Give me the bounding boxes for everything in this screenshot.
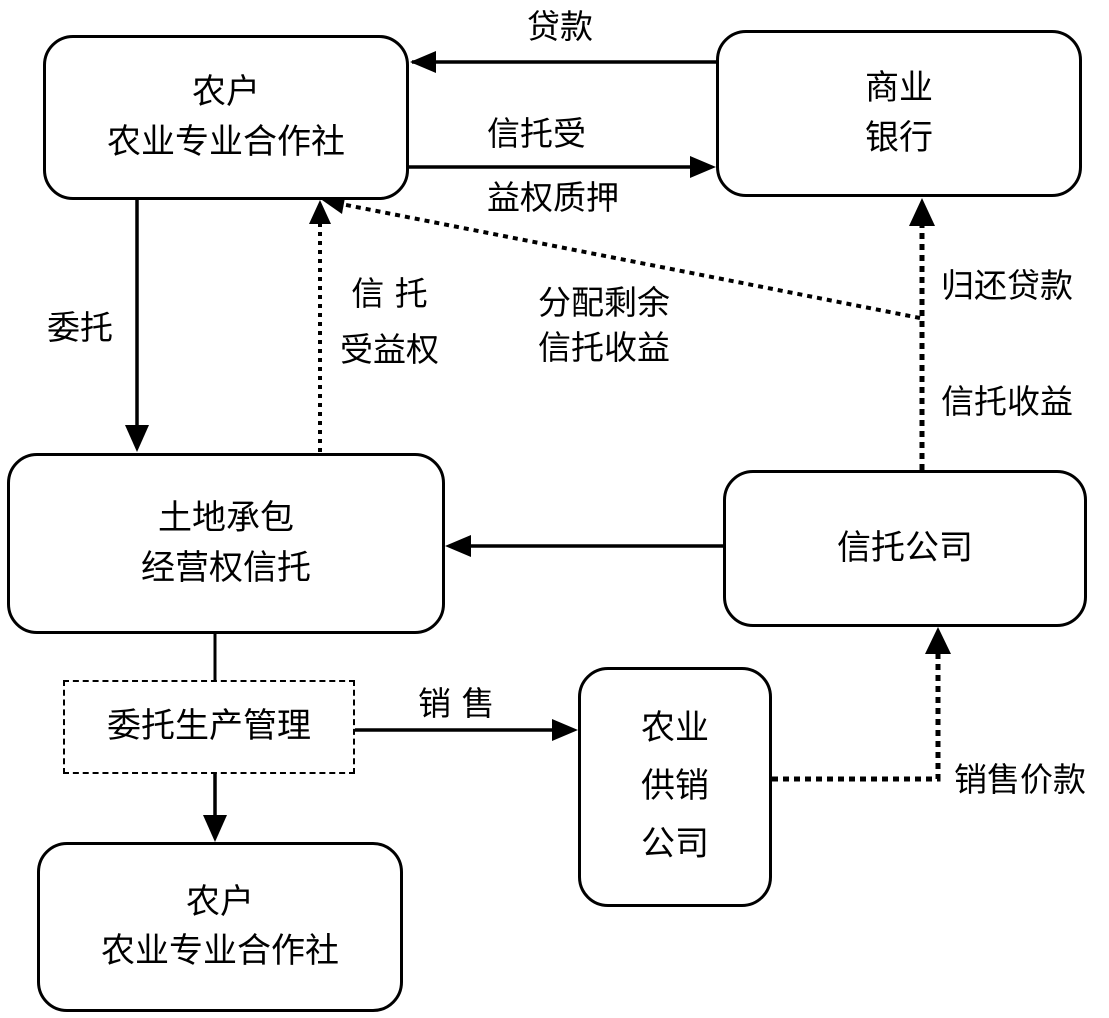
land-trust-line1: 土地承包: [158, 498, 294, 539]
trust-company-arrowhead: [445, 535, 471, 557]
distribute-line1: 分配剩余: [538, 283, 670, 322]
supply-line1: 农业: [641, 708, 709, 749]
beneficial-line1: 信 托: [351, 274, 428, 313]
land-trust-node: 土地承包 经营权信托: [7, 453, 445, 634]
farmers-bottom-node: 农户 农业专业合作社: [37, 842, 403, 1012]
sales-payment-arrowhead: [925, 627, 951, 654]
mgmt-node: 委托生产管理: [63, 680, 355, 774]
trust-income-label: 信托收益: [941, 378, 1073, 426]
beneficial-line2: 受益权: [340, 330, 439, 370]
sales-label: 销 售: [418, 680, 495, 728]
distribute-line2: 信托收益: [538, 327, 670, 367]
repay-label: 归还贷款: [941, 262, 1073, 310]
supply-line2: 供销: [641, 766, 709, 807]
bank-line1: 商业: [865, 68, 933, 109]
pledge-label-bottom: 益权质押: [487, 174, 619, 222]
farmers-bottom-line2: 农业专业合作社: [101, 931, 339, 971]
sales-payment-label: 销售价款: [954, 756, 1086, 804]
supply-company-node: 农业 供销 公司: [578, 667, 772, 907]
farmers-top-line2: 农业专业合作社: [107, 121, 345, 162]
trust-company-node: 信托公司: [723, 470, 1087, 627]
entrust-label: 委托: [47, 304, 113, 352]
loan-arrowhead: [410, 51, 436, 73]
sales-payment-text: 销售价款: [954, 760, 1086, 799]
pledge-arrowhead: [690, 156, 716, 178]
pledge-line2: 益权质押: [487, 178, 619, 217]
bank-line2: 银行: [865, 117, 933, 158]
mgmt-line1: 委托生产管理: [107, 706, 311, 747]
repay-text: 归还贷款: [941, 266, 1073, 305]
supply-line3: 公司: [641, 823, 709, 864]
loan-text: 贷款: [527, 7, 593, 46]
pledge-label-top: 信托受: [487, 110, 586, 158]
loan-label: 贷款: [527, 3, 593, 51]
beneficial-right-arrowhead: [309, 200, 331, 224]
sales-arrowhead: [552, 719, 578, 741]
trust-income-text: 信托收益: [941, 382, 1073, 421]
farmers-top-node: 农户 农业专业合作社: [43, 35, 409, 200]
sales-payment-arrow: [772, 650, 941, 782]
distribute-income-label: 分配剩余 信托收益: [538, 281, 670, 370]
entrust-text: 委托: [47, 308, 113, 347]
mgmt-to-farmers-arrowhead: [203, 815, 227, 842]
entrust-arrowhead: [125, 425, 149, 452]
pledge-line1: 信托受: [487, 114, 586, 153]
bank-node: 商业 银行: [716, 30, 1082, 197]
farmers-top-line1: 农户: [192, 72, 260, 113]
farmers-bottom-line1: 农户: [186, 881, 254, 922]
trust-income-arrowhead: [909, 198, 935, 226]
beneficial-right-label: 信 托 受益权: [340, 266, 439, 378]
trust-company-line1: 信托公司: [837, 527, 973, 568]
sales-text: 销 售: [418, 684, 495, 723]
land-trust-line2: 经营权信托: [141, 547, 311, 588]
